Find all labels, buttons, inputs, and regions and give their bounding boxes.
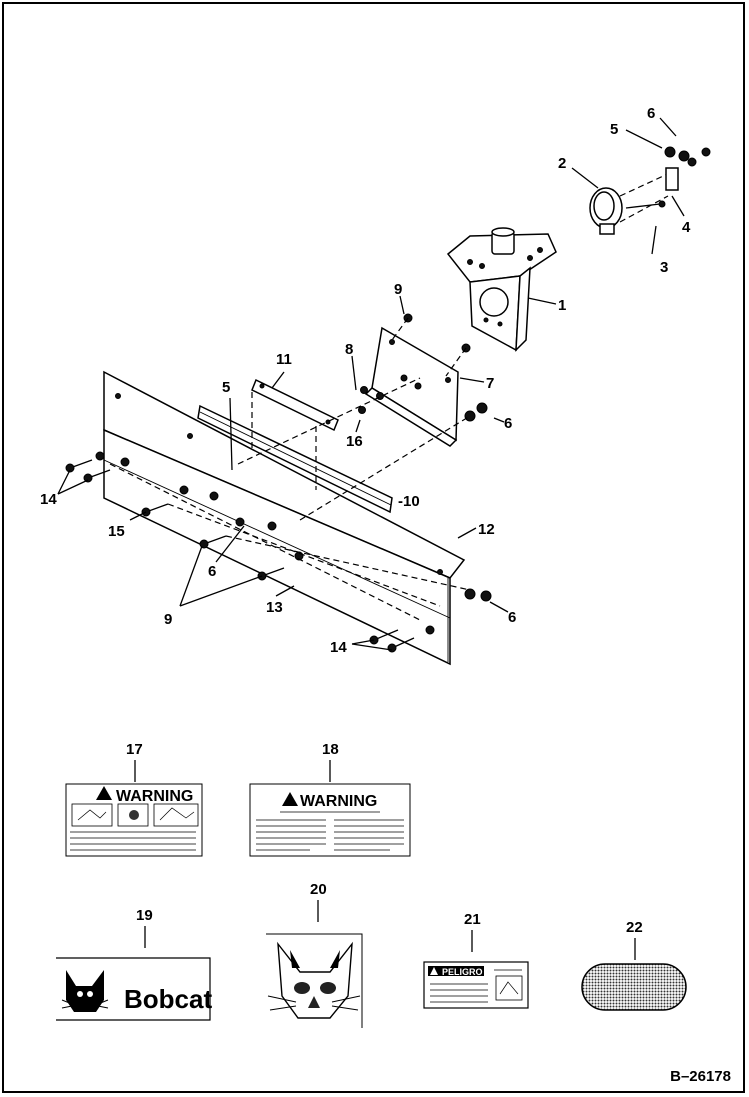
bobcat-head-logo-icon — [61, 970, 109, 1012]
pivot-bracket — [589, 146, 711, 235]
reflector-decal-22 — [581, 963, 687, 1011]
callout-3: 3 — [660, 259, 668, 276]
callout-6-lower: 6 — [508, 609, 516, 626]
callout-20: 20 — [310, 881, 327, 898]
callout-4: 4 — [682, 219, 691, 236]
callout-9-bottom: 9 — [164, 611, 172, 628]
blade-strap — [197, 404, 393, 514]
decal-leaders — [134, 760, 636, 960]
bobcat-head-logo-icon — [267, 941, 361, 1019]
callout-7: 7 — [486, 375, 494, 392]
mounting-plate — [251, 378, 339, 432]
callout-5-top: 5 — [610, 121, 618, 138]
callout-15: 15 — [108, 523, 125, 540]
decal-18-title: WARNING — [300, 793, 377, 810]
callout-5-left: 5 — [222, 379, 230, 396]
callout-8: 8 — [345, 341, 353, 358]
callout-10: -10 — [398, 493, 420, 510]
warning-triangle-icon — [430, 967, 438, 975]
callout-6-right: 6 — [504, 415, 512, 432]
assembly-lines — [109, 317, 471, 621]
warning-decal-18: WARNING — [249, 783, 411, 857]
decal-21-title: PELIGRO — [442, 967, 483, 977]
callout-11: 11 — [276, 351, 292, 368]
warning-decal-17: WARNING — [65, 783, 203, 857]
mount-assembly — [446, 227, 557, 352]
callout-18: 18 — [322, 741, 339, 758]
callout-21: 21 — [464, 911, 481, 928]
callout-13: 13 — [266, 599, 283, 616]
leader-lines — [57, 117, 685, 651]
bracket-plate — [364, 326, 459, 447]
callout-19: 19 — [136, 907, 153, 924]
bolt-group-14-left — [65, 459, 111, 483]
callout-14-left: 14 — [40, 491, 57, 508]
bobcat-head-decal-20 — [266, 933, 363, 1028]
warning-triangle-icon — [282, 792, 298, 806]
callout-17: 17 — [126, 741, 143, 758]
hardware — [65, 313, 492, 653]
callout-12: 12 — [478, 521, 495, 538]
decal-17-title: WARNING — [116, 788, 193, 805]
bobcat-decal-19: Bobcat — [56, 957, 212, 1021]
warning-triangle-icon — [96, 786, 112, 800]
callout-labels: 1 2 3 4 5 6 7 8 9 11 12 13 14 14 15 16 5… — [40, 105, 691, 936]
callout-2: 2 — [558, 155, 566, 172]
bobcat-wordmark: Bobcat — [124, 984, 212, 1014]
callout-22: 22 — [626, 919, 643, 936]
callout-9-top: 9 — [394, 281, 402, 298]
callout-6-top: 6 — [647, 105, 655, 122]
callout-16: 16 — [346, 433, 363, 450]
callout-1: 1 — [558, 297, 566, 314]
figure-reference-number: B–26178 — [670, 1068, 731, 1085]
callout-6-center: 6 — [208, 563, 216, 580]
callout-14-right: 14 — [330, 639, 347, 656]
peligro-decal-21: PELIGRO — [423, 961, 529, 1009]
